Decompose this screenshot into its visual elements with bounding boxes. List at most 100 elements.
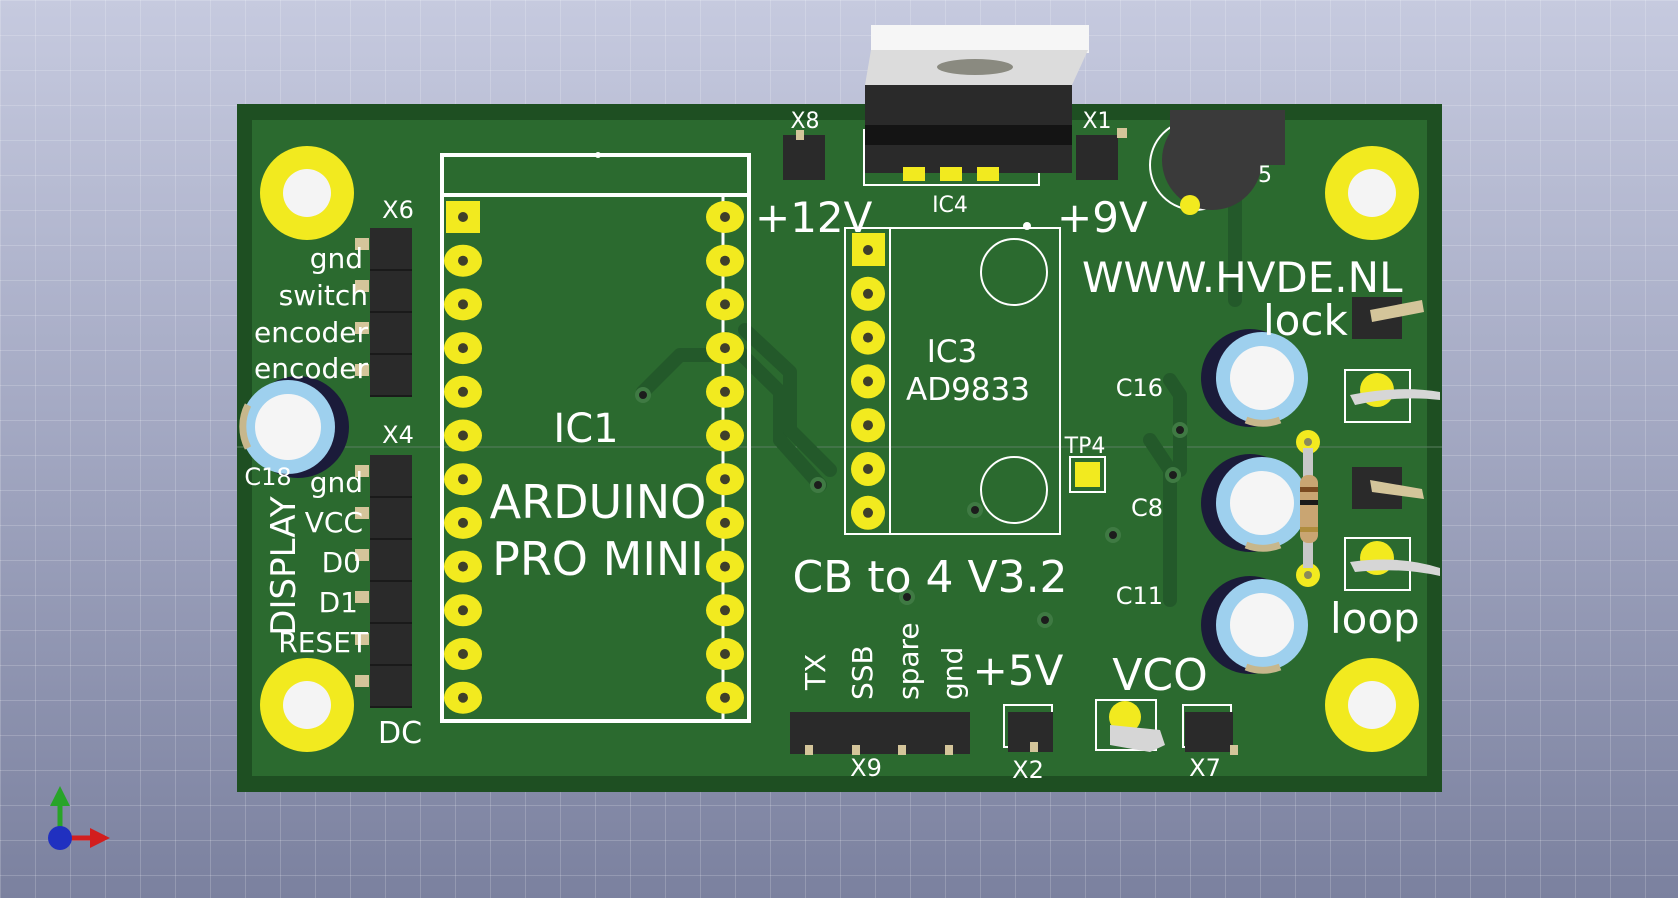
c11-capacitor [1201, 576, 1308, 674]
ic1-pad [706, 419, 744, 452]
ic1-pad [444, 463, 482, 496]
display-label: DISPLAY [264, 496, 304, 636]
ic1-pad [444, 550, 482, 583]
ic3-pad [851, 320, 885, 355]
x1-connector[interactable] [1076, 128, 1127, 180]
x6-label: X6 [382, 196, 414, 224]
c16-label: C16 [1116, 374, 1163, 402]
ic1-pad [706, 244, 744, 277]
ic1-pad [706, 681, 744, 714]
ic1-arduino-module[interactable] [440, 152, 751, 723]
x6-pin-1: gnd [310, 242, 363, 275]
lock-label: lock [1263, 296, 1348, 345]
x7-connector[interactable] [1182, 704, 1238, 755]
ic1-pad [444, 419, 482, 452]
tracks [636, 173, 1242, 607]
x4-pin-4: D1 [319, 586, 358, 619]
c8-capacitor [1201, 454, 1308, 552]
ic1-pad [444, 244, 482, 277]
x9-pin-4: gnd [936, 647, 969, 700]
module-text-line1: ARDUINO [490, 475, 707, 529]
x9-pin-1: TX [799, 654, 832, 691]
x9-connector[interactable] [790, 712, 970, 755]
v5-label: +5V [973, 646, 1064, 695]
x6-header[interactable] [355, 228, 412, 397]
ic1-pad [444, 375, 482, 408]
vias [635, 387, 1188, 628]
vco-connector[interactable] [1095, 699, 1165, 752]
ic3-pad [851, 452, 885, 486]
left-headers[interactable] [355, 228, 412, 708]
x8-connector[interactable] [783, 130, 825, 180]
electrolytic-capacitors [239, 329, 1308, 674]
ic3-ad9833[interactable] [844, 222, 1061, 535]
x6-pin-4: encoder [254, 352, 368, 385]
xyz-axis-icon[interactable] [48, 786, 110, 850]
header-pin [355, 675, 369, 687]
ic1-pad [706, 201, 744, 233]
ic1-pad [706, 506, 744, 539]
ic1-label: IC1 [553, 406, 618, 452]
v9-label: +9V [1057, 193, 1148, 242]
c11-label: C11 [1116, 582, 1163, 610]
x2-connector[interactable] [1003, 704, 1053, 752]
x7-label: X7 [1189, 754, 1221, 782]
ic3-pad [851, 408, 885, 443]
silkscreen: IC1 ARDUINO PRO MINI IC3 AD9833 IC4 X8 X… [244, 109, 1419, 784]
ic3-pad [851, 276, 885, 311]
c16-capacitor [1201, 329, 1308, 427]
ic1-pad [444, 288, 482, 321]
ic1-pad [444, 594, 482, 627]
header-pin [355, 364, 369, 376]
tp4-label: TP4 [1064, 434, 1106, 459]
loop-label: loop [1330, 594, 1420, 643]
tp4-testpoint[interactable] [1069, 456, 1106, 493]
ic4-label: IC4 [932, 193, 968, 218]
ic3-pad [851, 495, 885, 530]
x4-pin-5: RESET [278, 626, 369, 659]
x8-label: X8 [790, 109, 819, 134]
ic3-pads [851, 233, 885, 530]
ic1-pad [706, 638, 744, 670]
ic1-pad [706, 463, 744, 496]
ic1-pad [706, 375, 744, 408]
ic1-pad [706, 594, 744, 627]
header-pin [355, 465, 369, 477]
ad9833-label: AD9833 [906, 372, 1030, 408]
c5-capacitor [1149, 110, 1285, 215]
header-pin [355, 280, 369, 292]
c18-capacitor [239, 376, 349, 478]
ic1-pad [706, 550, 744, 583]
vco-label: VCO [1112, 650, 1207, 701]
x9-pin-2: SSB [846, 645, 879, 700]
ic1-pad [444, 506, 482, 539]
v12-label: +12V [755, 193, 873, 242]
x9-label: X9 [850, 754, 882, 782]
header-pin [355, 322, 369, 334]
header-pin [355, 633, 369, 645]
right-connectors[interactable] [1344, 297, 1440, 591]
ic1-pads [444, 201, 744, 714]
x2-label: X2 [1012, 756, 1044, 784]
ic3-pad [852, 233, 885, 266]
ic1-pad [444, 638, 482, 670]
x6-pin-3: encoder [254, 316, 368, 349]
x4-pin-2: VCC [305, 506, 363, 539]
module-text-line2: PRO MINI [492, 532, 704, 586]
x4-pin-1: gnd [310, 466, 363, 499]
ic3-pad [851, 364, 885, 399]
header-pin [355, 549, 369, 561]
x1-label: X1 [1082, 109, 1111, 134]
x9-pin-3: spare [892, 622, 925, 700]
mounting-holes [260, 146, 1419, 752]
c5-label-partial: 5 [1258, 163, 1272, 188]
ic4-regulator[interactable] [863, 25, 1089, 186]
header-pin [355, 591, 369, 603]
website-label: WWW.HVDE.NL [1082, 253, 1403, 302]
version-label: CB to 4 V3.2 [792, 552, 1067, 603]
c8-label: C8 [1131, 494, 1163, 522]
ic1-pad [706, 288, 744, 321]
c18-label: C18 [244, 463, 291, 491]
x4-header[interactable] [355, 455, 412, 708]
